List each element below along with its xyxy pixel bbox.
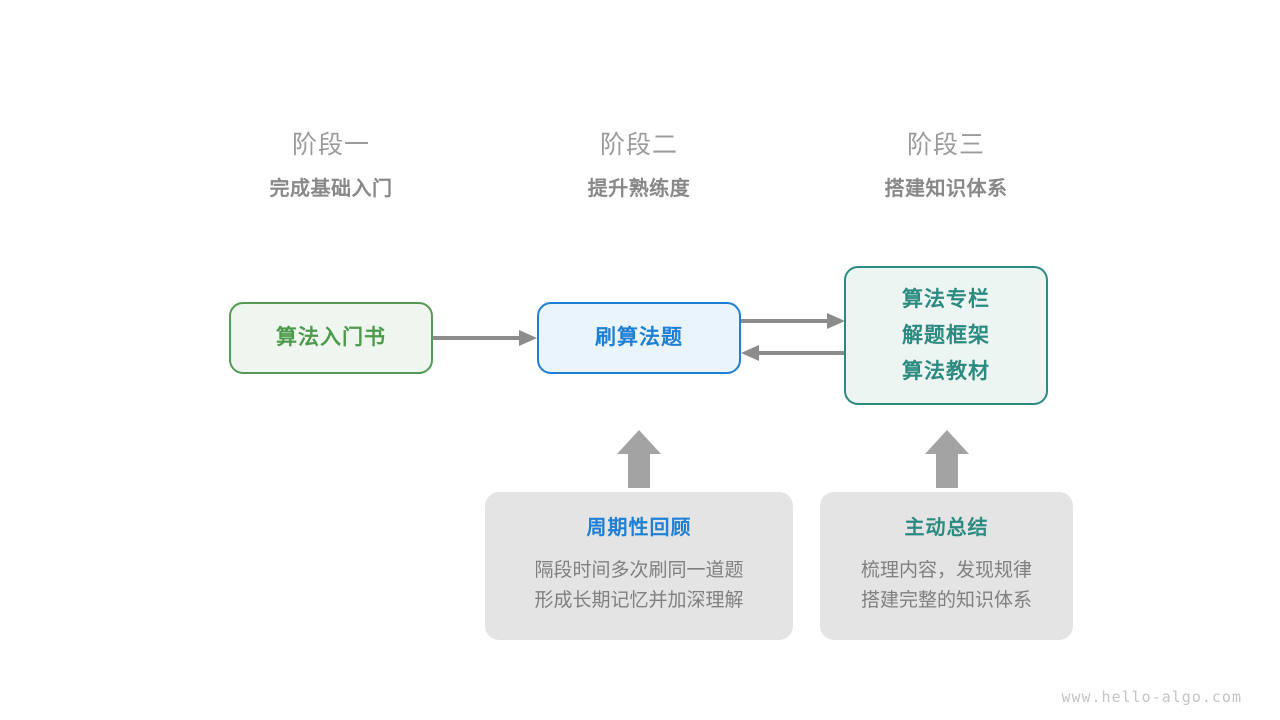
stage-1-subtitle: 完成基础入门 [269,178,393,200]
tip-review-body: 隔段时间多次刷同一道题 形成长期记忆并加深理解 [534,556,743,616]
tip-card-periodic-review[interactable]: 周期性回顾 隔段时间多次刷同一道题 形成长期记忆并加深理解 [485,492,793,640]
connector-review-to-practice-arrow-icon [617,430,661,488]
connector-practice-to-resources-arrow-icon [741,313,845,329]
connector-book-to-practice-arrow-icon [433,330,537,346]
node-book-line-1: 算法入门书 [276,326,386,349]
node-resources-line-1: 算法专栏 [902,287,990,311]
node-resources-line-2: 解题框架 [902,323,990,347]
tip-review-body-line-2: 形成长期记忆并加深理解 [534,590,744,611]
tip-summary-body-line-1: 梳理内容，发现规律 [860,560,1032,581]
stage-header-3: 阶段三 搭建知识体系 [816,128,1076,204]
stage-2-title: 阶段二 [599,131,678,159]
site-watermark: www.hello-algo.com [1061,688,1242,706]
stage-1-title: 阶段一 [291,131,370,159]
tip-card-active-summary[interactable]: 主动总结 梳理内容，发现规律 搭建完整的知识体系 [820,492,1073,640]
tip-summary-body: 梳理内容，发现规律 搭建完整的知识体系 [861,556,1032,616]
node-practice-problems[interactable]: 刷算法题 [537,302,741,374]
connector-summary-to-resources-arrow-icon [925,430,969,488]
stage-header-2: 阶段二 提升熟练度 [509,128,769,204]
tip-review-body-line-1: 隔段时间多次刷同一道题 [534,560,744,581]
stage-3-subtitle: 搭建知识体系 [884,178,1008,200]
tip-summary-title: 主动总结 [904,517,989,539]
stage-header-1: 阶段一 完成基础入门 [201,128,461,204]
connector-resources-to-practice-arrow-icon [741,345,847,361]
tip-review-title: 周期性回顾 [586,517,692,539]
stage-2-subtitle: 提升熟练度 [587,178,691,200]
stage-3-title: 阶段三 [906,131,985,159]
tip-summary-body-line-2: 搭建完整的知识体系 [860,590,1032,611]
node-learning-resources[interactable]: 算法专栏 解题框架 算法教材 [844,266,1048,405]
node-algorithm-intro-book[interactable]: 算法入门书 [229,302,433,374]
node-resources-line-3: 算法教材 [902,359,990,383]
node-practice-line-1: 刷算法题 [595,326,683,349]
